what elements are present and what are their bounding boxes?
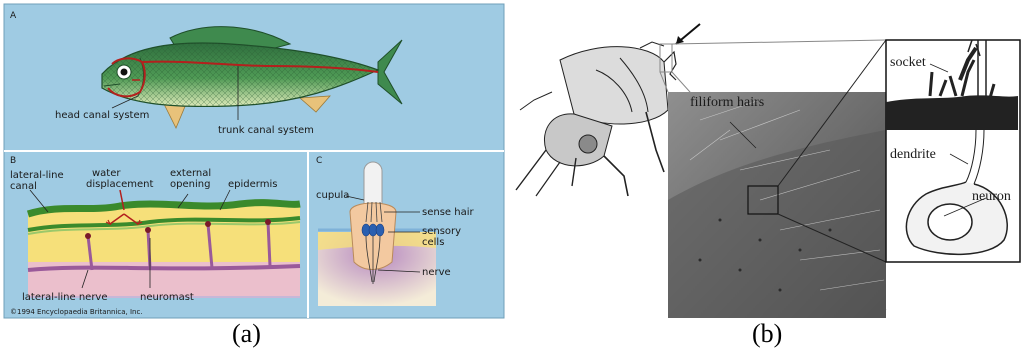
- filiform-hairs-label: filiform hairs: [690, 95, 764, 110]
- dendrite-label: dendrite: [890, 147, 936, 162]
- lateral-line-canal-label-line1: lateral-line: [10, 170, 64, 181]
- nerve-label: nerve: [422, 267, 451, 278]
- cricket-illustration: [516, 42, 676, 196]
- sensory-cells-label-line2: cells: [422, 237, 444, 248]
- panel-a: A head canal system trunk canal system: [4, 4, 504, 318]
- cupula-label: cupula: [316, 190, 349, 201]
- sense-hair-label: sense hair: [422, 207, 474, 218]
- section-label-b: B: [10, 156, 16, 166]
- panel-b: filiform hairs socket: [516, 24, 1020, 318]
- section-label-a: A: [10, 11, 17, 21]
- water-displacement-label-line1: water: [92, 168, 121, 179]
- lateral-line-nerve-label: lateral-line nerve: [22, 292, 108, 303]
- sem-micrograph: [668, 92, 886, 318]
- caption-b: (b): [752, 319, 782, 348]
- neuron-label: neuron: [972, 189, 1011, 204]
- neuromast-label: neuromast: [140, 292, 194, 303]
- external-opening-label-line2: opening: [170, 179, 210, 190]
- external-opening-label-line1: external: [170, 168, 211, 179]
- lateral-line-cross-section: [28, 190, 300, 298]
- lateral-line-canal-label-line2: canal: [10, 181, 37, 192]
- epidermis-label: epidermis: [228, 179, 277, 190]
- water-displacement-label-line2: displacement: [86, 179, 153, 190]
- copyright-text: ©1994 Encyclopaedia Britannica, Inc.: [10, 308, 143, 316]
- section-label-c: C: [316, 156, 322, 166]
- head-canal-label: head canal system: [55, 110, 149, 121]
- socket-label: socket: [890, 55, 926, 70]
- trunk-canal-label: trunk canal system: [218, 125, 314, 136]
- caption-a: (a): [232, 319, 261, 348]
- sensory-cells-label-line1: sensory: [422, 226, 461, 237]
